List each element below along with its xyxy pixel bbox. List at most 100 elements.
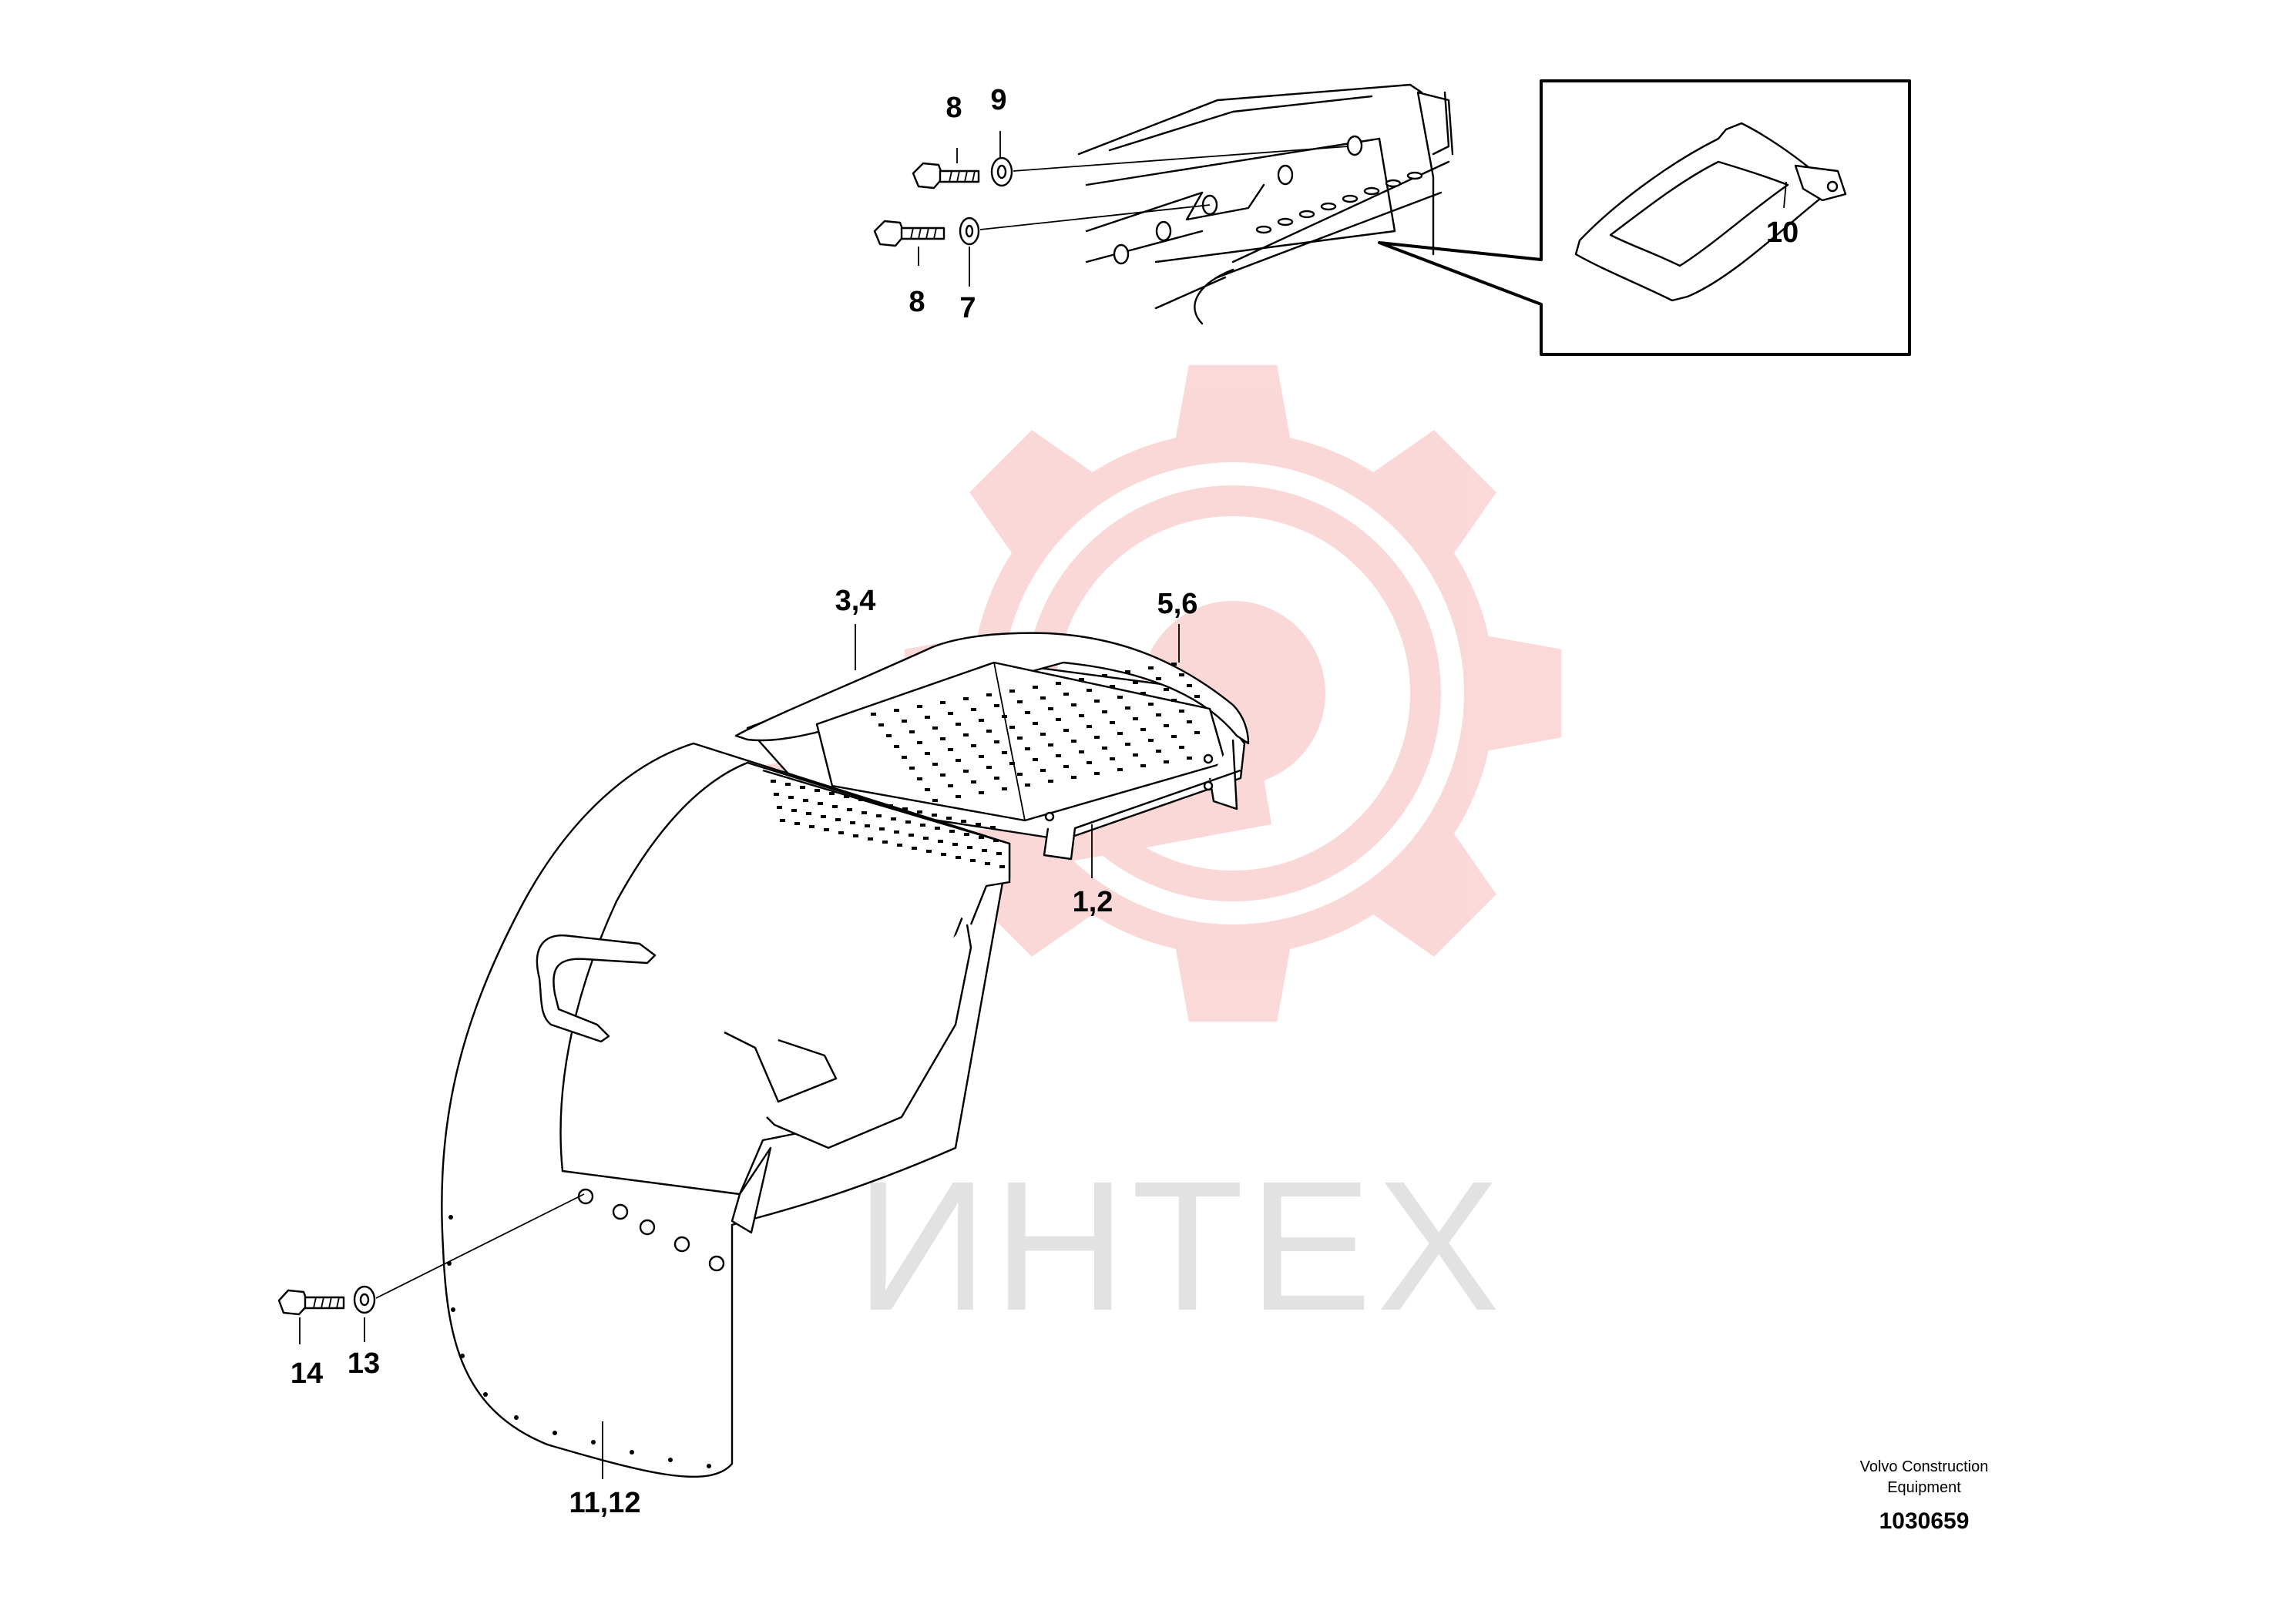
label-8-bottom: 8 <box>909 286 925 318</box>
mudguard-hole <box>949 830 955 833</box>
label-3-4: 3,4 <box>835 585 876 617</box>
deck-hole <box>1148 739 1154 742</box>
deck-hole <box>1140 692 1146 695</box>
deck-hole <box>1009 726 1015 729</box>
mudguard-hole <box>835 818 841 821</box>
deck-hole <box>1033 686 1038 689</box>
deck-hole <box>1002 715 1007 718</box>
frame-hole-1 <box>1346 135 1363 156</box>
deck-hole <box>1164 688 1169 691</box>
deck-hole <box>1094 772 1100 775</box>
label-7: 7 <box>959 292 976 324</box>
deck-hole <box>971 744 976 747</box>
deck-hole <box>1110 757 1115 760</box>
frame-rail-holes <box>1255 171 1423 234</box>
deck-hole <box>1048 780 1053 783</box>
platform-bolt-hole-1 <box>1203 753 1214 764</box>
deck-hole <box>1087 761 1092 764</box>
mudguard-hole <box>990 826 996 829</box>
manufacturer-line-1: Volvo Construction <box>1860 1458 1989 1475</box>
rim-rivet <box>514 1415 519 1420</box>
deck-hole <box>1040 769 1046 772</box>
mudguard-hole <box>923 837 929 840</box>
mudguard-hole <box>909 834 914 837</box>
mudguard-hole <box>873 801 878 804</box>
mudguard-hole <box>803 799 808 802</box>
mudguard-hole <box>876 814 882 817</box>
frame-edge-top <box>1077 83 1423 156</box>
mudguard-hole <box>920 824 925 827</box>
mudguard-hole <box>938 840 943 843</box>
deck-hole <box>1194 695 1200 698</box>
deck-hole <box>1148 703 1154 706</box>
deck-hole <box>1164 760 1169 763</box>
deck-hole <box>1017 773 1023 776</box>
deck-hole <box>986 693 992 696</box>
deck-hole <box>1179 746 1184 749</box>
deck-hole <box>1071 740 1076 743</box>
deck-hole <box>1179 673 1184 676</box>
mudguard-hole <box>809 825 814 828</box>
mudguard-hole <box>858 798 864 801</box>
assembly-line-9 <box>1013 146 1349 172</box>
mudguard-hole <box>894 830 899 834</box>
mudguard-hole <box>979 836 984 839</box>
rim-rivet <box>591 1440 596 1444</box>
deck-hole <box>1133 717 1138 720</box>
rail-hole <box>1363 186 1380 196</box>
deck-hole <box>1171 663 1177 666</box>
deck-hole <box>1048 707 1053 710</box>
deck-hole <box>1110 685 1115 688</box>
deck-hole <box>1156 713 1161 716</box>
mudguard-hole <box>935 827 940 830</box>
mudguard-hole <box>888 804 893 807</box>
deck-hole <box>1017 737 1023 740</box>
assembly-line-13 <box>375 1193 585 1299</box>
deck-hole <box>940 701 945 704</box>
deck-hole <box>909 730 915 733</box>
deck-hole <box>956 723 961 726</box>
mudguard-hole <box>891 817 896 820</box>
mudguard-hole <box>791 809 797 812</box>
mudguard-hole <box>926 850 932 853</box>
platform-assembly <box>734 632 1250 861</box>
deck-hole <box>1063 729 1069 732</box>
deck-hole <box>1063 693 1069 696</box>
deck-hole <box>1040 696 1046 700</box>
mudguard-hole <box>912 847 917 850</box>
deck-hole <box>1094 736 1100 739</box>
platform-leg-right <box>1208 739 1238 810</box>
mudguard-hole <box>844 795 849 798</box>
bolt-8-top <box>912 162 980 190</box>
deck-hole <box>1056 754 1061 757</box>
rail-hole <box>1255 225 1272 234</box>
deck-hole <box>1056 718 1061 721</box>
mudguard-hole <box>865 824 870 827</box>
deck-hole <box>932 726 938 730</box>
deck-hole <box>994 777 999 780</box>
manufacturer-line-2: Equipment <box>1887 1479 1961 1496</box>
platform-seams <box>816 662 1026 821</box>
deck-hole <box>1009 690 1015 693</box>
leader-10 <box>1783 181 1787 209</box>
deck-hole <box>1102 674 1107 677</box>
deck-hole <box>894 709 899 712</box>
deck-hole <box>994 704 999 707</box>
frame-hole-2 <box>1277 164 1294 186</box>
mudguard-hole <box>850 821 855 824</box>
bolt-8-bottom <box>873 220 945 247</box>
platform-bolt-hole-3 <box>1044 811 1055 822</box>
frame-corner-3 <box>1432 91 1450 156</box>
frame-edge-inner <box>1108 95 1373 152</box>
deck-hole <box>902 756 907 759</box>
deck-hole <box>1187 720 1192 723</box>
detail-callout-box <box>1378 79 1911 356</box>
washer-7 <box>959 216 980 246</box>
deck-hole <box>1009 762 1015 765</box>
callout-frame <box>1378 79 1911 356</box>
assembly-line-7 <box>979 204 1211 230</box>
mudguard-hole <box>967 846 972 849</box>
deck-hole <box>878 723 884 726</box>
deck-hole <box>1102 747 1107 750</box>
